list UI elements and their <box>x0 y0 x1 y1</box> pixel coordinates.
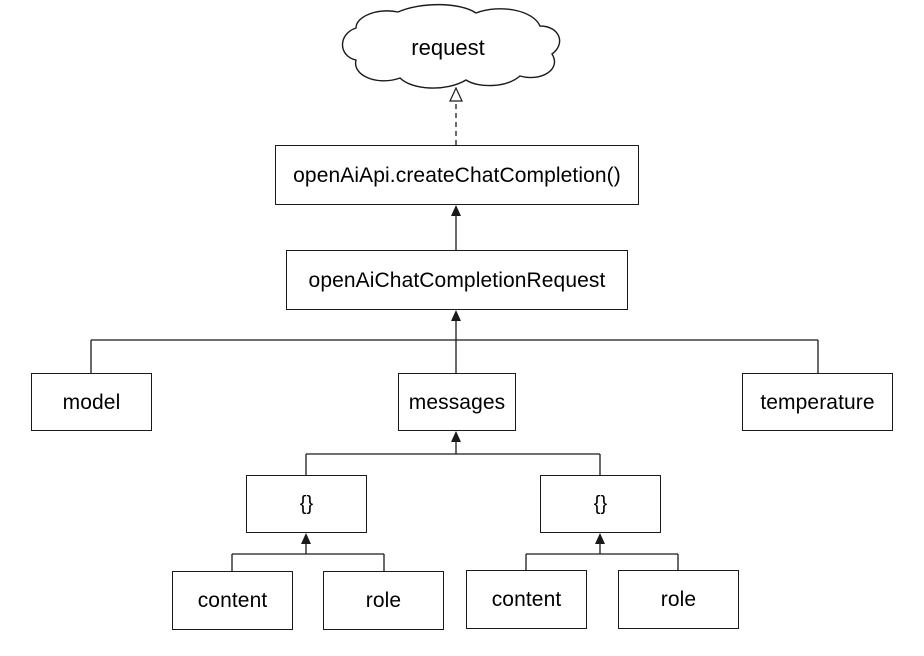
edge-bus-message-object-1-fields <box>231 533 385 571</box>
node-open-ai-chat-completion-request[interactable]: openAiChatCompletionRequest <box>286 250 628 310</box>
edge-bus-message-objects <box>305 431 601 475</box>
node-temperature[interactable]: temperature <box>742 373 893 431</box>
edge-request-to-createChatCompletion <box>451 205 461 250</box>
edge-bus-row3 <box>90 310 819 373</box>
node-label: openAiChatCompletionRequest <box>308 268 606 292</box>
node-content-2[interactable]: content <box>466 570 587 629</box>
node-role-2[interactable]: role <box>618 570 739 629</box>
node-label: temperature <box>760 390 875 414</box>
node-label: openAiApi.createChatCompletion() <box>293 163 621 187</box>
node-label: {} <box>299 493 314 515</box>
edge-bus-message-object-2-fields <box>525 533 679 571</box>
node-label: messages <box>408 390 506 414</box>
node-messages[interactable]: messages <box>398 373 516 431</box>
node-role-1[interactable]: role <box>323 571 444 630</box>
node-model[interactable]: model <box>31 373 152 431</box>
node-create-chat-completion[interactable]: openAiApi.createChatCompletion() <box>275 145 639 205</box>
node-label: content <box>491 588 562 611</box>
edge-createChatCompletion-to-request <box>449 86 463 145</box>
node-message-object-2[interactable]: {} <box>540 475 661 533</box>
node-message-object-1[interactable]: {} <box>246 475 367 533</box>
node-label: {} <box>593 493 608 515</box>
node-label: content <box>197 589 268 612</box>
node-label: model <box>62 390 121 414</box>
cloud-request-node[interactable]: request <box>344 6 552 90</box>
node-label: role <box>660 588 697 611</box>
cloud-request-label: request <box>411 35 485 60</box>
node-content-1[interactable]: content <box>172 571 293 630</box>
node-label: role <box>365 589 402 612</box>
